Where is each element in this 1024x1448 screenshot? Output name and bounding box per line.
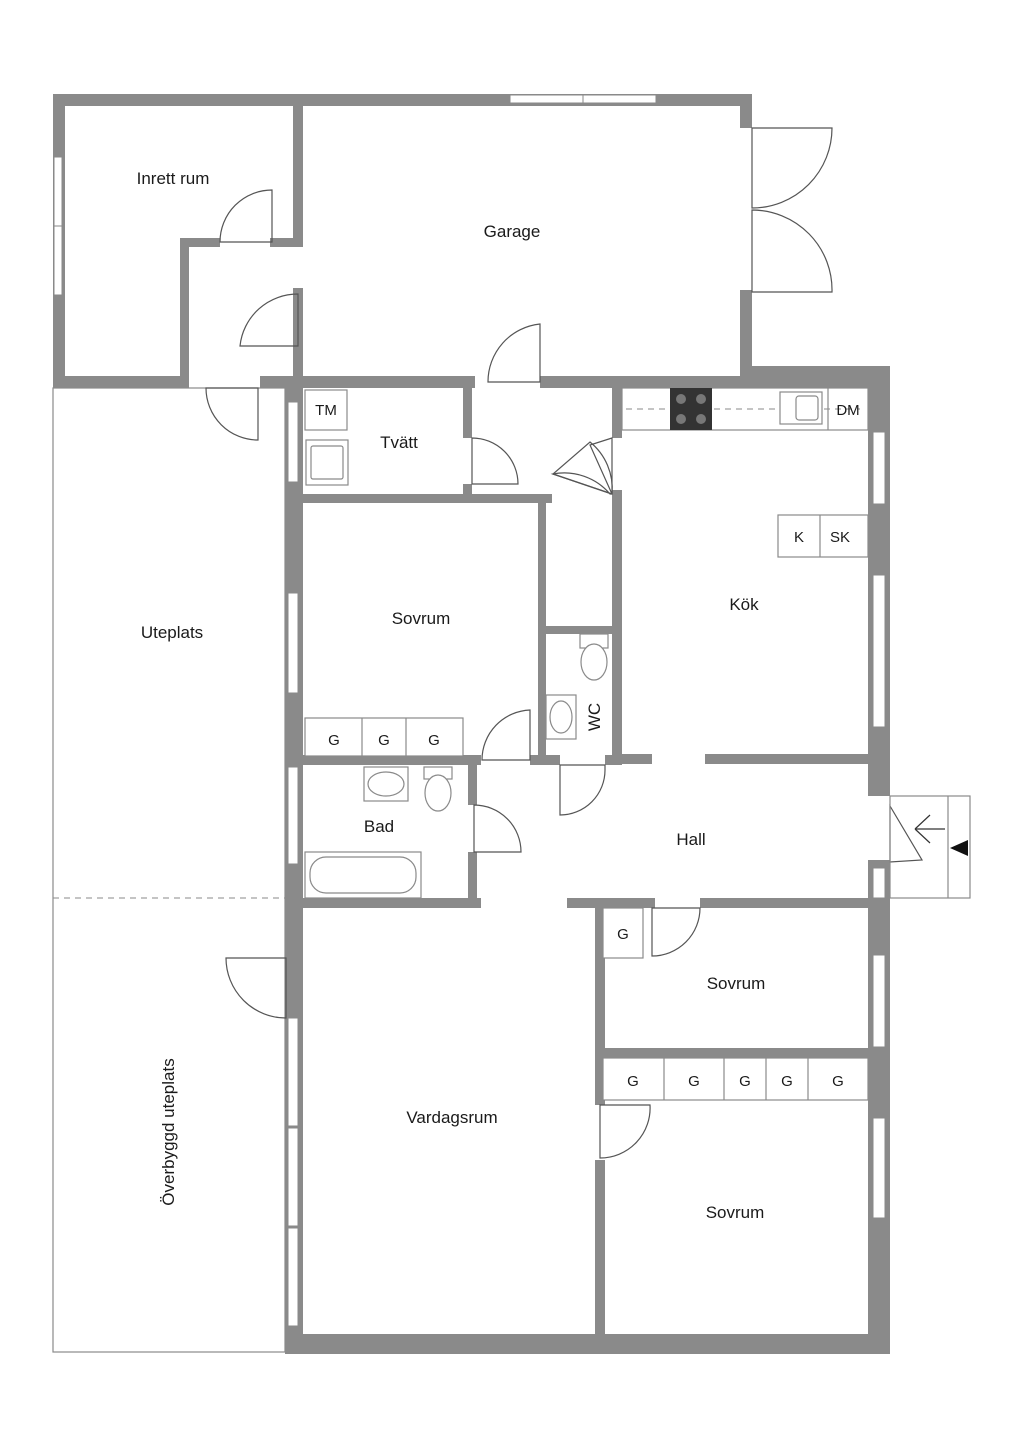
doors — [205, 127, 924, 1159]
wardrobe-label: G — [739, 1073, 751, 1090]
wardrobe-label: G — [378, 732, 390, 749]
room-label-kok: Kök — [729, 595, 759, 614]
wardrobes-sovrum-3: G G G G G — [602, 1057, 869, 1101]
freezer-label: SK — [830, 529, 850, 546]
room-label-bad: Bad — [364, 817, 394, 836]
kitchen-counter: DM — [621, 387, 869, 431]
wardrobe-label: G — [781, 1073, 793, 1090]
toilet-icon — [580, 643, 608, 681]
room-label-inrett-rum: Inrett rum — [137, 169, 210, 188]
room-labels: Inrett rum Garage Tvätt Uteplats Sovrum … — [137, 169, 766, 1222]
wardrobe-label: G — [832, 1073, 844, 1090]
stove-icon — [670, 388, 712, 430]
bath-sink-icon — [367, 771, 405, 797]
wardrobe-label: G — [688, 1073, 700, 1090]
wardrobe-label: G — [328, 732, 340, 749]
room-label-overbyggd-uteplats: Överbyggd uteplats — [159, 1058, 178, 1205]
windows — [53, 94, 886, 1327]
room-label-wc: WC — [585, 703, 604, 731]
bath-toilet-icon — [424, 774, 452, 812]
entrance-steps — [889, 795, 971, 899]
room-label-hall: Hall — [676, 830, 705, 849]
uteplats-area — [52, 387, 286, 1353]
wardrobe-sovrum-2: G — [602, 907, 644, 959]
laundry-fixtures: TM — [304, 389, 349, 486]
room-label-sovrum-1: Sovrum — [392, 609, 451, 628]
tm-label: TM — [315, 402, 337, 419]
room-label-sovrum-3: Sovrum — [706, 1203, 765, 1222]
wc-fixtures — [545, 633, 609, 740]
room-label-uteplats: Uteplats — [141, 623, 203, 642]
wc-sink-icon — [549, 700, 573, 734]
room-label-vardagsrum: Vardagsrum — [406, 1108, 497, 1127]
wardrobe-label: G — [617, 926, 629, 943]
room-label-sovrum-2: Sovrum — [707, 974, 766, 993]
fridge-label: K — [794, 529, 804, 546]
wardrobes-sovrum-1: G G G — [304, 717, 464, 757]
room-label-tvatt: Tvätt — [380, 433, 418, 452]
dishwasher-label: DM — [836, 402, 859, 419]
walls — [53, 94, 890, 1354]
wardrobe-label: G — [428, 732, 440, 749]
fridge-freezer: K SK — [777, 514, 869, 558]
room-label-garage: Garage — [484, 222, 541, 241]
wardrobe-label: G — [627, 1073, 639, 1090]
bathroom-fixtures — [304, 766, 453, 899]
arrow-icon — [950, 840, 968, 856]
